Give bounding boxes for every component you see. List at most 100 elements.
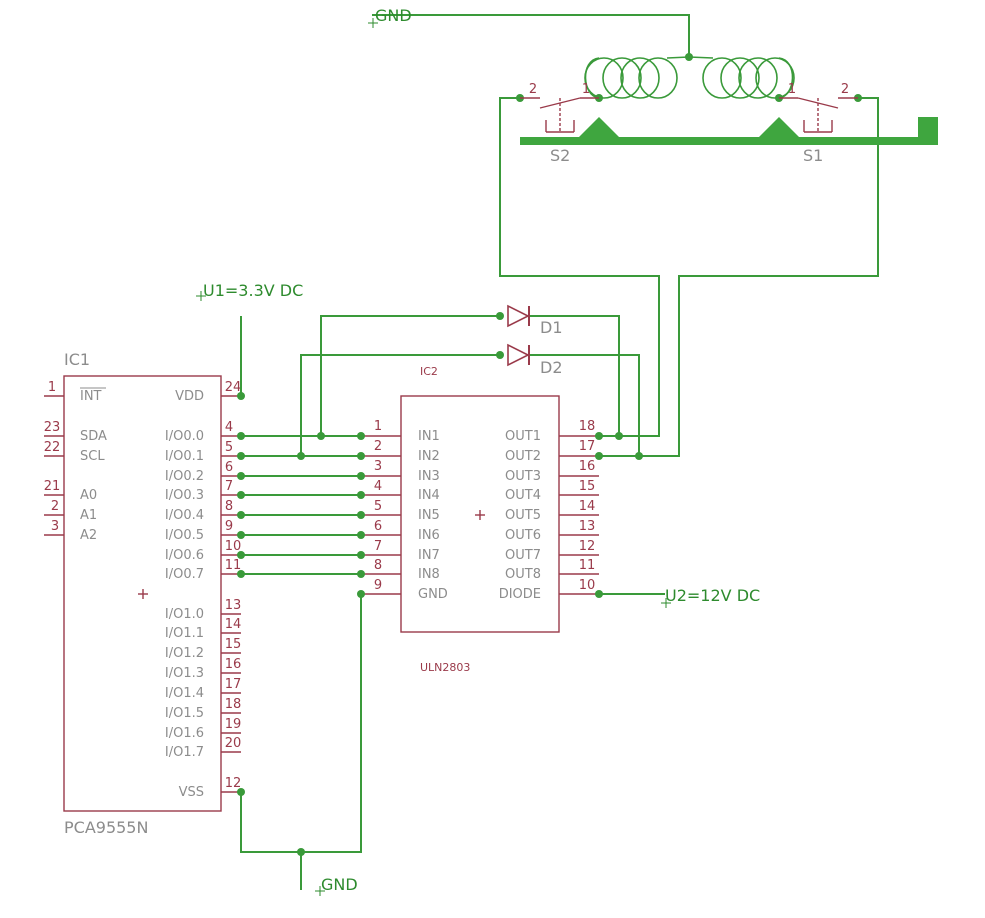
ic2-ref: IC2 (420, 365, 438, 378)
ic1-pin-number: 24 (225, 380, 242, 395)
ic1-pin-label: A2 (80, 528, 97, 543)
ic2-left-pin: 6 IN6 (361, 519, 440, 543)
ic1-right-pin: 24 VDD (175, 380, 241, 404)
cam-left (579, 117, 619, 137)
ic1-pin-number: 19 (225, 717, 242, 732)
ic1-left-pin: 1 INT (44, 380, 102, 404)
ic1-pin-label: I/O1.6 (165, 726, 204, 741)
svg-text:OUT8: OUT8 (505, 567, 541, 582)
ic1-pin-number: 2 (51, 499, 59, 514)
svg-text:13: 13 (579, 519, 596, 534)
svg-text:IN5: IN5 (418, 508, 440, 523)
ic2-body (400, 395, 560, 633)
s2-pin-left: 2 (529, 82, 537, 97)
ic1-right-pin: 16 I/O1.3 (165, 657, 241, 681)
ic1-left-pin: 2 A1 (44, 499, 97, 523)
ic1-left-pin: 3 A2 (44, 519, 97, 543)
svg-text:IN6: IN6 (418, 528, 440, 543)
ic1-pin-number: 12 (225, 776, 242, 791)
ic1-pin-label: I/O1.0 (165, 607, 204, 622)
s1-label: S1 (803, 146, 823, 165)
gnd-top-label: GND (375, 6, 412, 25)
ic1-body (63, 375, 222, 812)
d2-label: D2 (540, 358, 563, 377)
ic2-right-pin: 11 OUT8 (505, 558, 599, 582)
cam-right (759, 117, 799, 137)
out1-to-s2-wire (499, 97, 660, 437)
ic2-left-pin: 3 IN3 (361, 459, 440, 484)
ic1-pin-number: 6 (225, 460, 233, 475)
junctions (237, 53, 862, 856)
ic2-left-pin: 5 IN5 (361, 499, 440, 523)
ic2-left-pin: 1 IN1 (361, 419, 440, 444)
svg-text:IN2: IN2 (418, 449, 440, 464)
switch-s1: 1 2 S1 (779, 82, 858, 165)
svg-text:14: 14 (579, 499, 596, 514)
ic1-left-pin: 21 A0 (44, 479, 97, 503)
svg-text:9: 9 (374, 578, 382, 593)
ic1-pin-label: VSS (179, 785, 204, 800)
ic1-pin-label: I/O1.4 (165, 686, 204, 701)
ic1-left-pin: 23 SDA (44, 420, 107, 444)
d1-label: D1 (540, 318, 563, 337)
svg-text:OUT6: OUT6 (505, 528, 541, 543)
u2-label: U2=12V DC (665, 586, 760, 605)
gnd-top-wire (372, 14, 690, 57)
switch-s2: 2 1 S2 (520, 82, 599, 165)
ic1-pin-label: SCL (80, 449, 105, 464)
ic1-pin-label: A0 (80, 488, 97, 503)
ic2-uln2803: IC2 ULN2803 1 IN1 2 IN2 3 IN3 4 IN4 5 IN… (361, 365, 599, 674)
ic1-pin-number: 4 (225, 420, 233, 435)
ic1-pin-number: 21 (44, 479, 61, 494)
d1-cathode-wire (530, 315, 620, 436)
ic1-pin-number: 23 (44, 420, 61, 435)
net-gnd-top: GND (368, 6, 412, 28)
coil-assembly (520, 56, 938, 145)
d2-cathode-wire (530, 354, 640, 456)
out2-to-s1-wire (599, 97, 879, 457)
svg-text:4: 4 (374, 479, 382, 494)
ic1-pin-number: 22 (44, 440, 61, 455)
u1-label: U1=3.3V DC (203, 281, 303, 300)
ic1-pin-label: I/O1.3 (165, 666, 204, 681)
gnd-bottom-wire (240, 594, 362, 853)
svg-text:OUT5: OUT5 (505, 508, 541, 523)
net-u2: U2=12V DC (661, 586, 760, 608)
svg-text:OUT2: OUT2 (505, 449, 541, 464)
ic1-pin-label: I/O0.5 (165, 528, 204, 543)
svg-text:OUT1: OUT1 (505, 429, 541, 444)
ic1-pin-number: 3 (51, 519, 59, 534)
d1-anode-wire (320, 315, 500, 436)
coil-right (688, 56, 795, 99)
gnd-bottom-label: GND (321, 875, 358, 894)
svg-text:IN7: IN7 (418, 548, 440, 563)
diode-d1: D1 (507, 304, 563, 337)
net-u1: U1=3.3V DC (196, 281, 303, 301)
wires (240, 14, 879, 890)
ic1-pin-label: I/O1.5 (165, 706, 204, 721)
svg-text:6: 6 (374, 519, 382, 534)
svg-text:2: 2 (374, 439, 382, 454)
svg-text:IN4: IN4 (418, 488, 440, 503)
ic1-pin-number: 7 (225, 479, 233, 494)
ic2-right-pin: 12 OUT7 (505, 539, 599, 563)
svg-text:DIODE: DIODE (499, 587, 541, 602)
ic1-left-pin: 22 SCL (44, 440, 106, 464)
ic1-pin-label: I/O1.7 (165, 745, 204, 760)
ic1-right-pin: 17 I/O1.4 (165, 677, 241, 701)
ic1-pin-label: I/O0.3 (165, 488, 204, 503)
coil-left (584, 56, 690, 99)
svg-text:OUT4: OUT4 (505, 488, 541, 503)
ic1-pin-number: 17 (225, 677, 242, 692)
ic2-right-pin: 17 OUT2 (505, 439, 599, 464)
ic2-left-pin: 8 IN8 (361, 558, 440, 582)
ic1-pin-number: 8 (225, 499, 233, 514)
ic1-pin-label: I/O1.2 (165, 646, 204, 661)
svg-text:GND: GND (418, 587, 448, 602)
ic1-pin-number: 1 (48, 380, 56, 395)
ic1-pin-label: I/O0.7 (165, 567, 204, 582)
ic2-right-pin: 15 OUT4 (505, 479, 599, 503)
s2-pin-right: 1 (582, 82, 590, 97)
ic1-right-pin: 11 I/O0.7 (165, 558, 241, 582)
